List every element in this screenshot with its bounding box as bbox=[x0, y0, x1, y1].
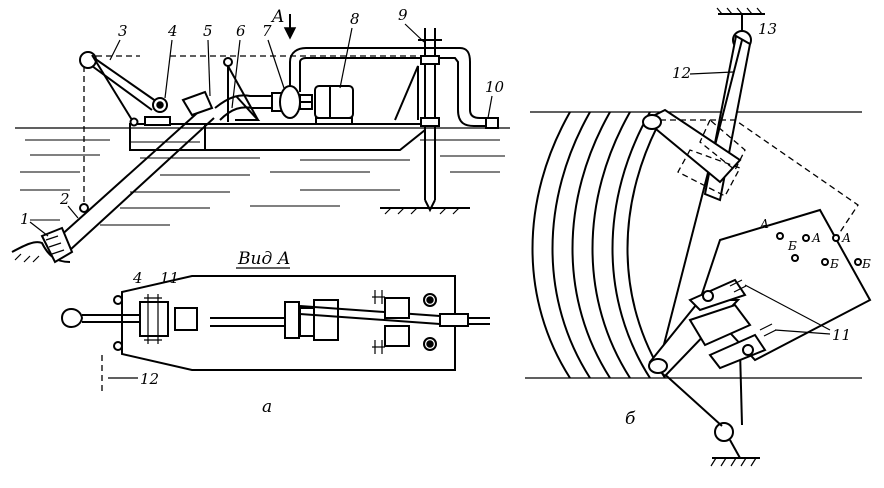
mark-a-1: А bbox=[759, 217, 769, 231]
pontoon-hull bbox=[129, 123, 426, 151]
label-11-b: 11 bbox=[832, 326, 851, 344]
label-12-b: 12 bbox=[672, 64, 691, 82]
electric-motor bbox=[300, 85, 354, 125]
label-4: 4 bbox=[167, 22, 178, 40]
label-6: 6 bbox=[236, 22, 246, 40]
bottom-anchor bbox=[710, 422, 760, 467]
label-7: 7 bbox=[262, 22, 272, 40]
dredge-pump bbox=[271, 47, 316, 119]
water-surface bbox=[15, 127, 510, 226]
mark-b-3: Б bbox=[861, 257, 871, 271]
mark-a-3: А bbox=[841, 231, 851, 245]
suction-ladder bbox=[57, 90, 215, 251]
label-8: 8 bbox=[350, 10, 360, 28]
label-1: 1 bbox=[20, 210, 30, 228]
view-a-title: Вид А bbox=[237, 249, 291, 269]
plan-label-12: 12 bbox=[140, 370, 159, 388]
figure-label-b: б bbox=[625, 409, 636, 429]
winch-boom bbox=[79, 51, 420, 213]
mark-b-2: Б bbox=[829, 257, 839, 271]
label-5: 5 bbox=[203, 22, 213, 40]
cutter-head bbox=[40, 226, 74, 264]
label-2: 2 bbox=[59, 190, 70, 208]
plan-view bbox=[60, 275, 490, 395]
plan-label-11: 11 bbox=[160, 269, 179, 287]
spud-pile bbox=[418, 28, 442, 213]
excavation-plan bbox=[525, 7, 872, 467]
label-9: 9 bbox=[398, 6, 408, 24]
label-13: 13 bbox=[758, 20, 777, 38]
plan-label-4: 4 bbox=[132, 269, 143, 287]
mark-a-2: А bbox=[811, 231, 821, 245]
mark-b-1: Б bbox=[787, 239, 797, 253]
figure-label-a: а bbox=[262, 397, 272, 417]
label-10: 10 bbox=[485, 78, 505, 96]
side-view bbox=[11, 14, 510, 264]
pipe-elbow bbox=[214, 94, 272, 121]
label-arrow-a: A bbox=[270, 7, 284, 27]
riverbed bbox=[11, 207, 470, 263]
winch bbox=[129, 97, 171, 127]
view-a-arrow bbox=[283, 14, 297, 40]
label-3: 3 bbox=[118, 22, 128, 40]
